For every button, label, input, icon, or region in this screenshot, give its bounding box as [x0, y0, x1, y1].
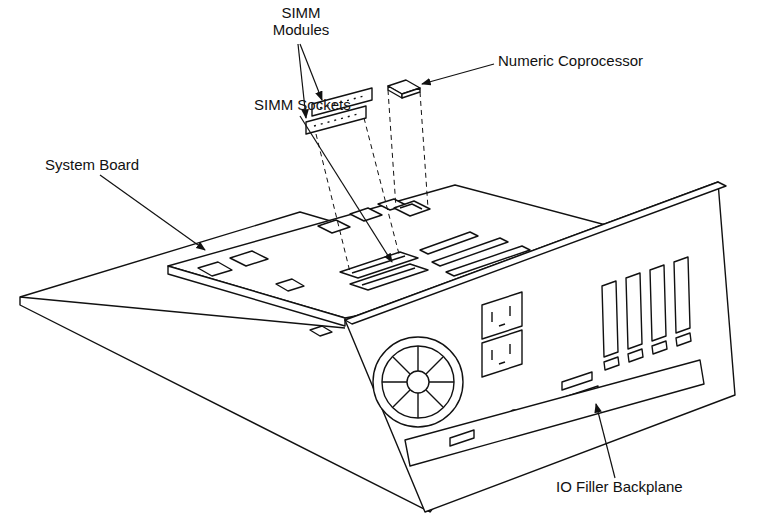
part-label: Numeric Coprocessor — [498, 52, 738, 69]
socket-pins — [492, 306, 510, 364]
drop-line — [420, 92, 428, 208]
drop-line — [316, 134, 350, 272]
system-board-edge — [168, 266, 345, 326]
coprocessor-chip-side — [402, 88, 420, 98]
fan-ring — [373, 337, 463, 427]
board-chip — [318, 220, 350, 233]
slot-tab — [676, 333, 691, 346]
part-label: SIMM Sockets — [254, 96, 384, 113]
leader-line — [100, 175, 205, 250]
slot-cover — [602, 281, 618, 357]
board-chip — [198, 262, 232, 276]
part-label: IO Filler Backplane — [556, 478, 756, 495]
slot-cover — [650, 265, 666, 341]
power-socket — [482, 330, 522, 377]
leader-line — [300, 116, 392, 262]
rear-panel — [345, 182, 735, 512]
board-chip — [310, 326, 332, 336]
io-connector — [450, 430, 474, 446]
fan-ring — [382, 346, 454, 418]
board-chip — [350, 208, 382, 221]
part-label: System Board — [45, 156, 185, 173]
leader-line — [596, 404, 615, 478]
fan-hub — [407, 371, 429, 393]
simm-socket — [350, 264, 428, 290]
rear-panel-lip — [345, 182, 726, 324]
drop-line — [388, 90, 396, 208]
board-chip — [230, 251, 268, 266]
slot-tab — [628, 349, 643, 362]
simm-socket-slot — [362, 268, 415, 285]
simm-socket-slot — [352, 256, 405, 273]
board-chip — [276, 279, 304, 291]
coprocessor-socket-mark — [400, 204, 422, 209]
io-filler-plate — [405, 360, 704, 466]
coprocessor-socket — [394, 201, 430, 216]
slot-tab — [652, 341, 667, 354]
slot-cover — [626, 273, 642, 349]
leader-line — [422, 64, 494, 84]
slot-tab — [604, 357, 619, 370]
io-connector — [562, 372, 592, 390]
part-label: SIMM Modules — [270, 4, 332, 38]
fan-grille — [382, 346, 454, 418]
coprocessor-chip-side — [388, 86, 402, 98]
drop-line — [364, 118, 400, 258]
slot-cover — [674, 257, 690, 333]
